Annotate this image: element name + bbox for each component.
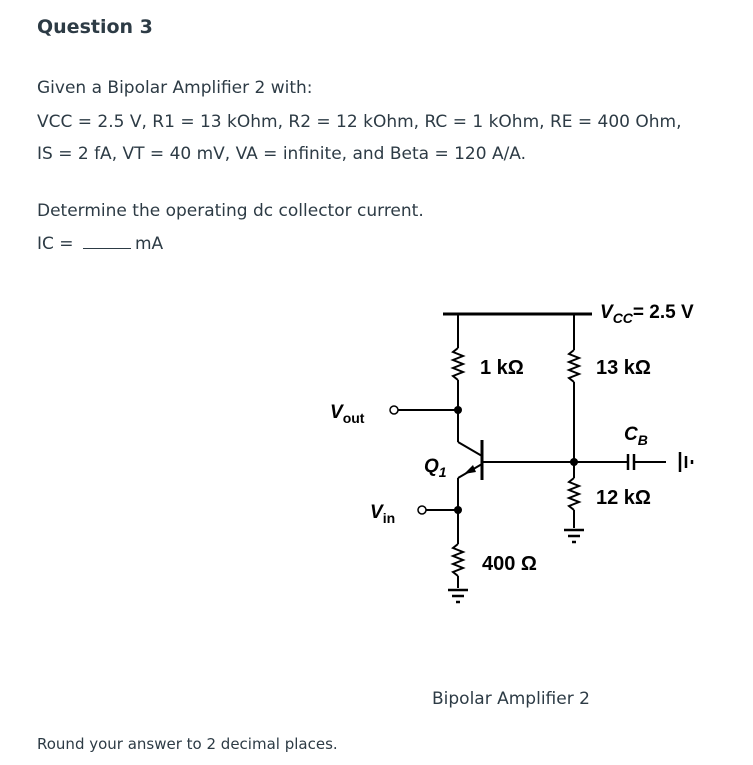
answer-row: IC = mA: [37, 234, 163, 254]
bipolar-amplifier-schematic: VCC= 2.5 V 1 kΩ 13 kΩ CB 12 kΩ 400 Ω Q1 …: [330, 302, 694, 709]
vin-terminal: [417, 505, 427, 515]
collector-lead: [457, 441, 483, 457]
ground-icon: [678, 452, 694, 472]
r1-label: 13 kΩ: [596, 357, 651, 379]
emitter-arrow: [464, 465, 476, 474]
junction-dot: [454, 506, 462, 514]
answer-prefix: IC =: [37, 234, 79, 254]
re-resistor: [450, 543, 466, 577]
rc-label: 1 kΩ: [480, 357, 524, 379]
parameters-line-2: IS = 2 fA, VT = 40 mV, VA = infinite, an…: [37, 144, 527, 164]
question-title: Question 3: [37, 16, 153, 38]
r2-label: 12 kΩ: [596, 487, 651, 509]
vcc-label: VCC= 2.5 V: [600, 302, 694, 326]
rc-resistor: [450, 347, 466, 381]
ground-icon: [448, 588, 468, 604]
vin-label: Vin: [370, 502, 395, 526]
rounding-note: Round your answer to 2 decimal places.: [37, 735, 338, 753]
ground-icon: [564, 528, 584, 544]
vout-terminal: [389, 405, 399, 415]
r2-resistor: [566, 477, 582, 511]
circuit-caption: Bipolar Amplifier 2: [432, 689, 590, 709]
answer-unit: mA: [134, 234, 164, 254]
parameters-line-1: VCC = 2.5 V, R1 = 13 kOhm, R2 = 12 kOhm,…: [37, 112, 682, 132]
r1-resistor: [566, 349, 582, 383]
q1-label: Q1: [424, 456, 447, 480]
junction-dot: [570, 458, 578, 466]
answer-blank[interactable]: [82, 234, 131, 249]
junction-dot: [454, 406, 462, 414]
question-prompt: Determine the operating dc collector cur…: [37, 201, 424, 221]
cb-label: CB: [624, 424, 648, 448]
question-intro: Given a Bipolar Amplifier 2 with:: [37, 78, 313, 98]
vout-label: Vout: [330, 402, 365, 426]
re-label: 400 Ω: [482, 553, 537, 575]
